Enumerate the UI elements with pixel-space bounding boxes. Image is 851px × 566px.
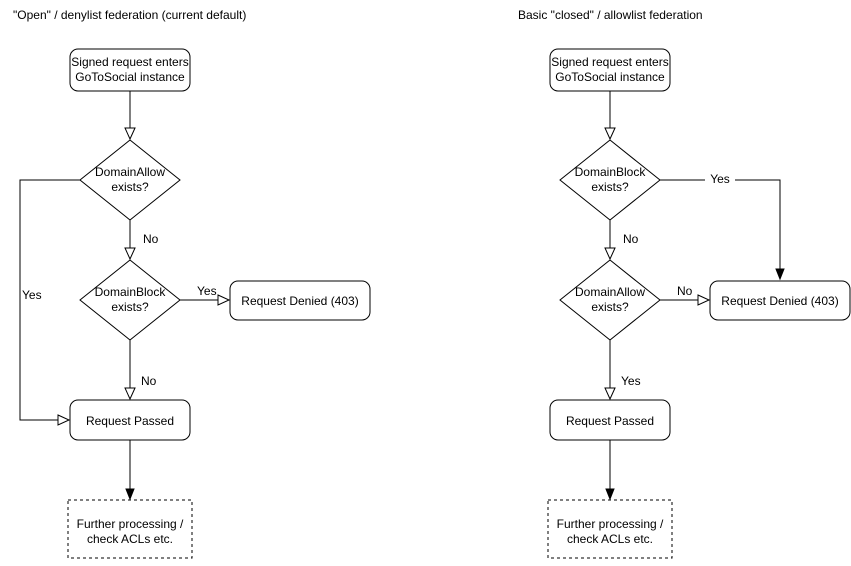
edge-label-yes: Yes [22, 288, 42, 302]
further-processing-label-line1: Further processing / [557, 517, 664, 531]
edge-label-yes: Yes [710, 172, 730, 186]
decision2-label-line2: exists? [591, 300, 629, 314]
further-processing-label-line2: check ACLs etc. [567, 532, 653, 546]
edge-decision1-yes [19, 179, 80, 426]
edge-label-no: No [677, 284, 693, 298]
edge-label-background [705, 172, 735, 186]
start-node-label-line2: GoToSocial instance [555, 70, 665, 84]
start-node-label-line1: Signed request enters [71, 55, 188, 69]
decision1-label-line1: DomainAllow [95, 165, 165, 179]
request-denied-label: Request Denied (403) [241, 294, 358, 308]
request-denied-node [229, 280, 371, 321]
further-processing-label-line2: check ACLs etc. [87, 532, 173, 546]
request-denied-node [709, 280, 851, 321]
diagram-open-denylist: "Open" / denylist federation (current de… [13, 8, 371, 559]
edge-label-yes: Yes [197, 284, 217, 298]
decision2-label-line2: exists? [111, 300, 149, 314]
decision1-label-line2: exists? [591, 180, 629, 194]
request-passed-label: Request Passed [86, 414, 174, 428]
start-node-label-line2: GoToSocial instance [75, 70, 185, 84]
diagram-title: "Open" / denylist federation (current de… [13, 8, 246, 22]
further-processing-label-line1: Further processing / [77, 517, 184, 531]
decision2-label-line1: DomainBlock [95, 285, 167, 299]
edge-label-yes: Yes [621, 374, 641, 388]
decision1-label-line1: DomainBlock [575, 165, 647, 179]
request-denied-label: Request Denied (403) [721, 294, 838, 308]
request-passed-label: Request Passed [566, 414, 654, 428]
edge-label-no: No [143, 232, 159, 246]
further-processing-node [67, 499, 193, 559]
start-node-label-line1: Signed request enters [551, 55, 668, 69]
decision1-label-line2: exists? [111, 180, 149, 194]
diagram-closed-allowlist: Basic "closed" / allowlist federation Si… [518, 8, 851, 559]
further-processing-node [547, 499, 673, 559]
edge-label-no: No [141, 374, 157, 388]
edge-label-no: No [623, 232, 639, 246]
diagram-title: Basic "closed" / allowlist federation [518, 8, 703, 22]
decision2-label-line1: DomainAllow [575, 285, 645, 299]
edge-decision1-yes [660, 179, 785, 281]
